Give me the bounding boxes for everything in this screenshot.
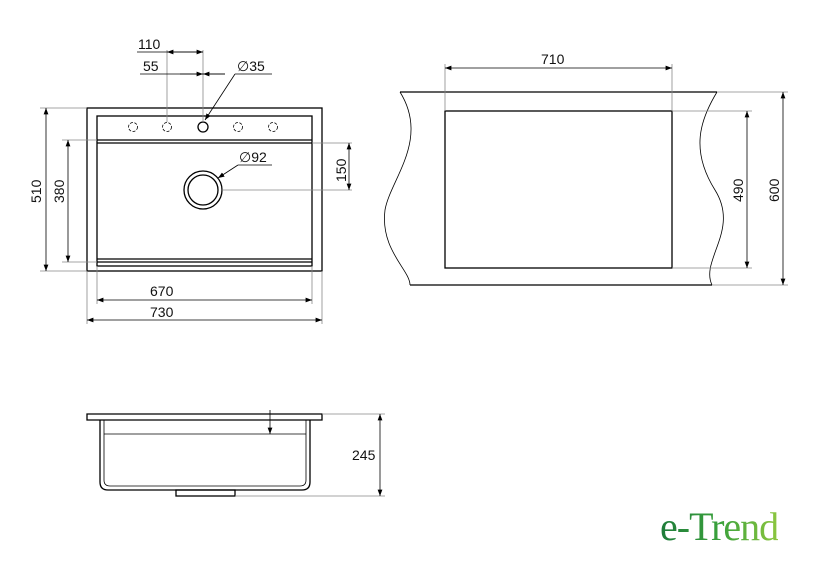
dim-245: 245 xyxy=(352,447,376,463)
etrend-logo: e-Trend xyxy=(660,504,779,549)
faucet-holes xyxy=(128,121,278,133)
top-view: 110 55 ∅35 ∅92 150 510 380 670 730 xyxy=(28,36,352,324)
drain xyxy=(183,170,223,210)
dim-55: 55 xyxy=(143,58,159,74)
dim-110: 110 xyxy=(138,36,161,52)
dim-670: 670 xyxy=(150,283,174,299)
cutout-view: 710 490 600 xyxy=(384,51,788,286)
dim-150: 150 xyxy=(333,158,349,182)
side-view: 245 xyxy=(86,410,385,497)
dim-600: 600 xyxy=(766,178,782,202)
dim-730: 730 xyxy=(150,304,174,320)
dim-d92: ∅92 xyxy=(239,149,267,165)
dim-510: 510 xyxy=(28,179,44,203)
dim-380: 380 xyxy=(51,179,67,203)
dim-490: 490 xyxy=(730,178,746,202)
dim-d35: ∅35 xyxy=(237,58,265,74)
dim-710: 710 xyxy=(541,51,565,67)
